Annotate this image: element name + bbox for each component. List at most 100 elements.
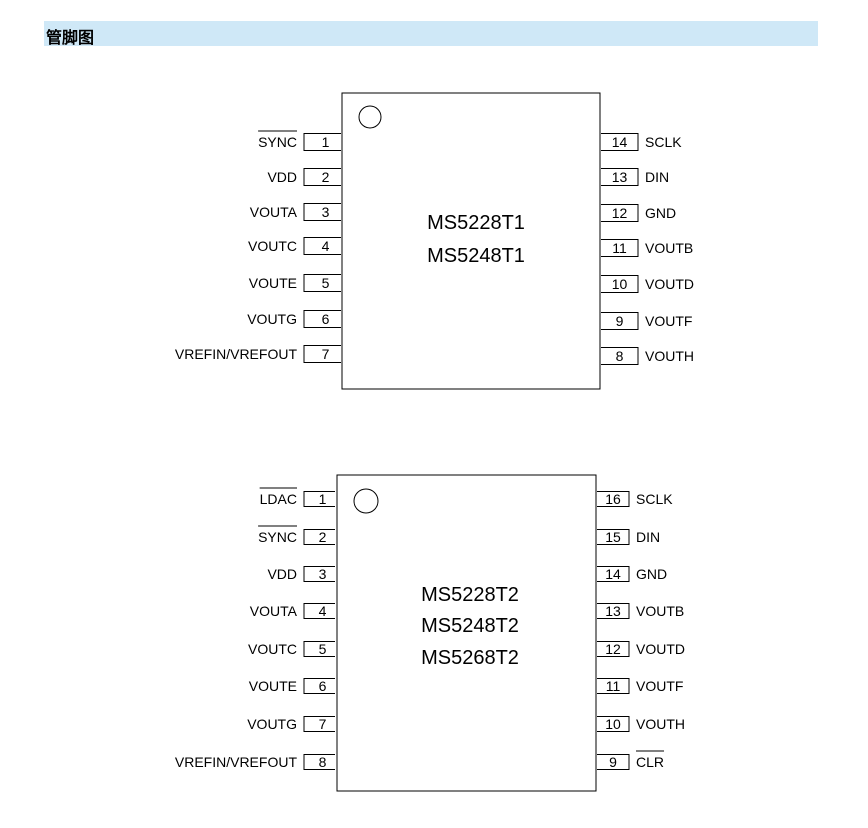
left-pin-7: 7 VOUTG bbox=[247, 716, 335, 732]
pin-box bbox=[601, 204, 639, 222]
chip-part-number: MS5268T2 bbox=[421, 647, 519, 669]
pin-label: GND bbox=[636, 566, 667, 582]
pin-box bbox=[597, 641, 630, 657]
pin-number: 15 bbox=[605, 529, 621, 545]
left-pin-4: 4 VOUTC bbox=[248, 237, 341, 255]
chip-body bbox=[336, 474, 597, 792]
pin-box bbox=[303, 345, 341, 363]
pin-label: VOUTG bbox=[247, 716, 297, 732]
pin-box bbox=[303, 274, 341, 292]
pin-label: SYNC bbox=[258, 134, 297, 150]
pin-box bbox=[303, 566, 335, 582]
pin-box bbox=[597, 754, 630, 770]
pin-label: VDD bbox=[267, 169, 297, 185]
pin-box bbox=[597, 566, 630, 582]
pin-label: VOUTE bbox=[249, 275, 297, 291]
pin-number: 3 bbox=[322, 204, 330, 220]
pin-label: VOUTD bbox=[645, 276, 694, 292]
pin-box bbox=[597, 529, 630, 545]
pin-label: VDD bbox=[267, 566, 297, 582]
pin-box bbox=[303, 603, 335, 619]
pin-label: VOUTH bbox=[645, 348, 694, 364]
pin-number: 12 bbox=[612, 205, 628, 221]
pin1-marker-circle bbox=[353, 488, 379, 514]
pin-box bbox=[303, 133, 341, 151]
pin-number: 16 bbox=[605, 491, 621, 507]
section-title: 管脚图 bbox=[46, 28, 95, 47]
pin-label: VREFIN/VREFOUT bbox=[175, 754, 298, 770]
pin-number: 14 bbox=[612, 134, 628, 150]
pin-number: 5 bbox=[319, 641, 327, 657]
pin-number: 13 bbox=[612, 169, 628, 185]
pin-number: 2 bbox=[319, 529, 327, 545]
pin-label: LDAC bbox=[260, 491, 297, 507]
pin-box bbox=[597, 491, 630, 507]
pin-box bbox=[303, 310, 341, 328]
pin-label: CLR bbox=[636, 754, 664, 770]
pin-number: 10 bbox=[605, 716, 621, 732]
pin-box bbox=[303, 716, 335, 732]
pin-number: 14 bbox=[605, 566, 621, 582]
pin-box bbox=[597, 716, 630, 732]
chip-body bbox=[341, 92, 601, 390]
chip-part-number: MS5248T2 bbox=[421, 615, 519, 637]
pin-box bbox=[597, 603, 630, 619]
pin-label: DIN bbox=[636, 529, 660, 545]
pin-label: VOUTD bbox=[636, 641, 685, 657]
chip-part-number: MS5248T1 bbox=[427, 245, 525, 267]
pin-label: VOUTG bbox=[247, 311, 297, 327]
pin-number: 12 bbox=[605, 641, 621, 657]
pin-number: 11 bbox=[612, 240, 627, 256]
pin-number: 13 bbox=[605, 603, 621, 619]
pin-number: 7 bbox=[322, 346, 330, 362]
pin-box bbox=[303, 754, 335, 770]
pin-label: VOUTE bbox=[249, 678, 297, 694]
chip-part-number: MS5228T2 bbox=[421, 584, 519, 606]
pin-label: VOUTA bbox=[250, 603, 298, 619]
right-pin-13: 13 DIN bbox=[601, 168, 669, 186]
pin-label: VOUTC bbox=[248, 238, 297, 254]
pin-label: VREFIN/VREFOUT bbox=[175, 346, 298, 362]
pin-label: VOUTC bbox=[248, 641, 297, 657]
pin1-marker-circle bbox=[358, 105, 382, 129]
pin-label: SCLK bbox=[645, 134, 682, 150]
pin-label: GND bbox=[645, 205, 676, 221]
pin-number: 7 bbox=[319, 716, 327, 732]
section-header-bar: 管脚图 bbox=[44, 21, 818, 47]
pin-box bbox=[303, 237, 341, 255]
pin-label: DIN bbox=[645, 169, 669, 185]
pin-label: VOUTH bbox=[636, 716, 685, 732]
chip-part-number: MS5228T1 bbox=[427, 212, 525, 234]
right-pin-12: 12 GND bbox=[601, 204, 676, 222]
pin-box bbox=[303, 168, 341, 186]
left-pin-7: 7 VREFIN/VREFOUT bbox=[175, 345, 341, 363]
right-pin-10: 10 VOUTH bbox=[597, 716, 685, 732]
pin-box bbox=[601, 168, 639, 186]
pin-label: VOUTF bbox=[645, 313, 692, 329]
pin-box bbox=[303, 641, 335, 657]
right-pin-12: 12 VOUTD bbox=[597, 641, 685, 657]
pin-number: 4 bbox=[322, 238, 330, 254]
pin-box bbox=[303, 203, 341, 221]
pin-box bbox=[303, 529, 335, 545]
pin-box bbox=[303, 678, 335, 694]
right-pin-14: 14 GND bbox=[597, 566, 667, 582]
pin-box bbox=[601, 347, 639, 365]
pin-box bbox=[597, 678, 630, 694]
